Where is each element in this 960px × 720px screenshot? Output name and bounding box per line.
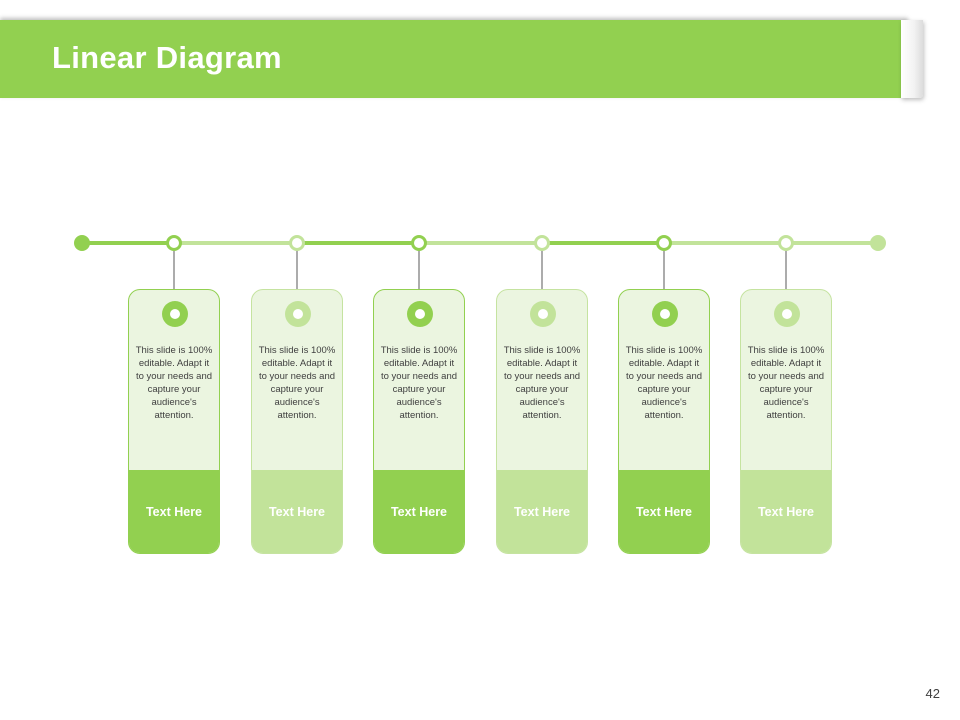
step-card-2: This slide is 100% editable. Adapt it to… [251, 289, 343, 554]
timeline-start-dot [74, 235, 90, 251]
card-ring-icon [652, 301, 678, 327]
card-label: Text Here [513, 504, 571, 519]
card-footer: Text Here [741, 470, 831, 553]
card-description: This slide is 100% editable. Adapt it to… [747, 345, 825, 421]
card-description: This slide is 100% editable. Adapt it to… [258, 345, 336, 421]
step-card-3: This slide is 100% editable. Adapt it to… [373, 289, 465, 554]
timeline-node [166, 235, 182, 251]
card-ring-icon [285, 301, 311, 327]
title-bar: Linear Diagram [0, 20, 908, 98]
card-label: Text Here [635, 504, 693, 519]
timeline-node [289, 235, 305, 251]
card-description: This slide is 100% editable. Adapt it to… [380, 345, 458, 421]
card-label: Text Here [268, 504, 326, 519]
page-number: 42 [925, 686, 940, 701]
card-label: Text Here [145, 504, 203, 519]
step-card-4: This slide is 100% editable. Adapt it to… [496, 289, 588, 554]
timeline-node [534, 235, 550, 251]
card-description: This slide is 100% editable. Adapt it to… [503, 345, 581, 421]
timeline-node [656, 235, 672, 251]
slide-title: Linear Diagram [52, 40, 282, 75]
card-ring-icon [774, 301, 800, 327]
card-description: This slide is 100% editable. Adapt it to… [135, 345, 213, 421]
step-card-1: This slide is 100% editable. Adapt it to… [128, 289, 220, 554]
card-footer: Text Here [252, 470, 342, 553]
timeline-node [778, 235, 794, 251]
card-footer: Text Here [129, 470, 219, 553]
timeline-node [411, 235, 427, 251]
card-ring-icon [162, 301, 188, 327]
card-ring-icon [530, 301, 556, 327]
card-footer: Text Here [619, 470, 709, 553]
title-tab-decoration [901, 20, 923, 98]
card-label: Text Here [757, 504, 815, 519]
step-card-6: This slide is 100% editable. Adapt it to… [740, 289, 832, 554]
card-label: Text Here [390, 504, 448, 519]
step-card-5: This slide is 100% editable. Adapt it to… [618, 289, 710, 554]
card-description: This slide is 100% editable. Adapt it to… [625, 345, 703, 421]
timeline-end-dot [870, 235, 886, 251]
card-footer: Text Here [374, 470, 464, 553]
card-footer: Text Here [497, 470, 587, 553]
card-ring-icon [407, 301, 433, 327]
